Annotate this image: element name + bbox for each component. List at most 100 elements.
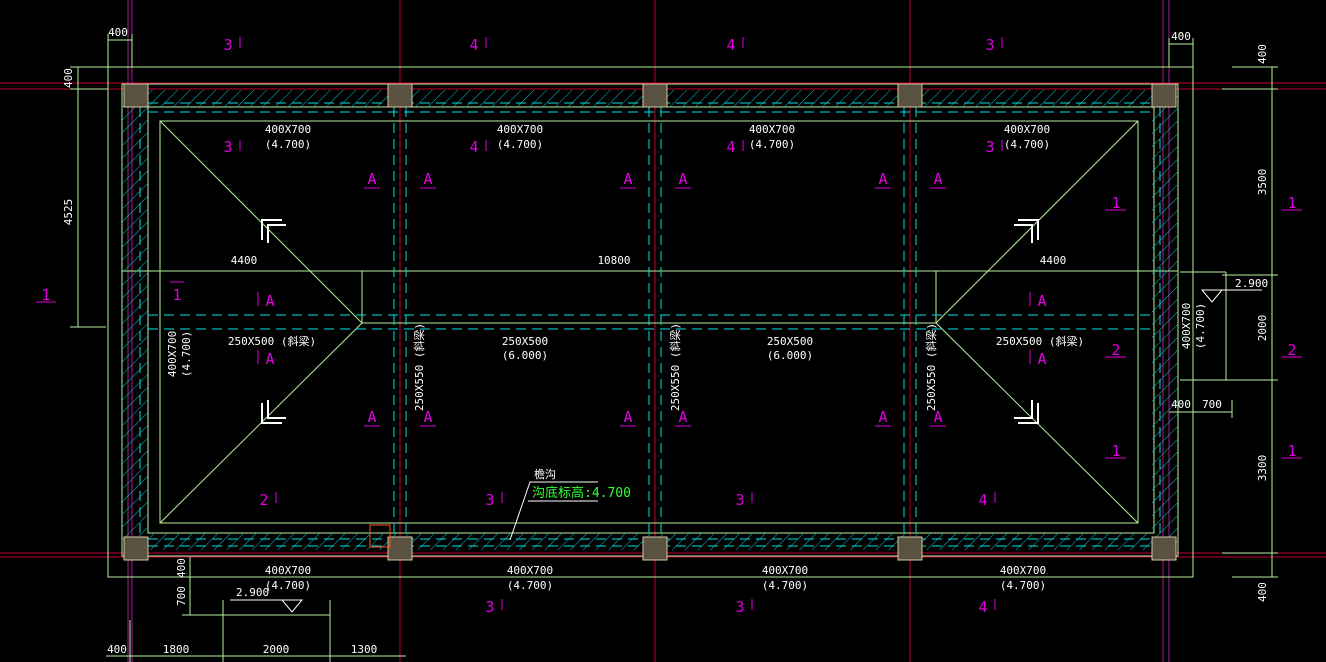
beam-labels-top: 400X700 (4.700) 400X700 (4.700) 400X700 … <box>265 123 1050 151</box>
dim-text: 2000 <box>1256 315 1269 342</box>
section-mark: 2 <box>259 491 268 509</box>
column <box>123 536 149 561</box>
section-marks-left: 1 1 <box>41 286 181 304</box>
section-mark: 3 <box>485 491 494 509</box>
beam-size-label: 400X700 <box>1000 564 1046 577</box>
section-a: A <box>1037 350 1046 368</box>
dim-text: 400 <box>175 558 188 578</box>
dim-text: 400 <box>1171 398 1191 411</box>
column <box>897 536 923 561</box>
section-a: A <box>678 408 687 426</box>
elevation-value: 2.900 <box>1235 277 1268 290</box>
section-mark: 2 <box>1111 341 1120 359</box>
dim-text: 1300 <box>351 643 378 656</box>
beam-size-label: 400X700 <box>1004 123 1050 136</box>
section-ticks-top <box>36 37 1302 610</box>
section-mark: 4 <box>978 491 987 509</box>
section-marks-inner-top: 3 4 4 3 <box>223 138 994 156</box>
section-a-marks: A A A A A A A A A A A A A A A A <box>265 170 1046 426</box>
beam-size-label: 250X500 (斜梁) <box>996 334 1084 348</box>
beam-labels-middle: 250X500 (斜梁) 250X500 (6.000) 250X500 (6.… <box>228 334 1084 362</box>
beam-elev-label: (4.700) <box>507 579 553 592</box>
beam-labels-side: 400X700 (4.700) 400X700 (4.700) <box>166 303 1207 377</box>
section-mark: 3 <box>485 598 494 616</box>
beam-size-label: 400X700 <box>1180 303 1193 349</box>
section-a: A <box>623 170 632 188</box>
section-a: A <box>423 170 432 188</box>
note-leader <box>509 481 598 541</box>
column <box>387 83 413 108</box>
section-mark: 3 <box>985 138 994 156</box>
column <box>897 83 923 108</box>
beam-elev-label: (4.700) <box>180 331 193 377</box>
beam-size-label: 250X500 (斜梁) <box>228 334 316 348</box>
hatched-walls <box>122 90 1178 550</box>
section-a: A <box>878 408 887 426</box>
note-title: 檐沟 <box>534 467 556 481</box>
section-mark: 3 <box>223 138 232 156</box>
corner-l-symbols <box>261 219 1039 424</box>
dimension-lines <box>70 34 1278 662</box>
section-a: A <box>878 170 887 188</box>
dim-text: 400 <box>1256 44 1269 64</box>
section-a: A <box>367 170 376 188</box>
dim-text: 10800 <box>597 254 630 267</box>
section-a: A <box>423 408 432 426</box>
section-mark: 3 <box>735 491 744 509</box>
beam-size-label: 250X550 (斜梁) <box>412 323 426 411</box>
beam-elev-label: (4.700) <box>265 138 311 151</box>
beam-elev-label: (4.700) <box>1000 579 1046 592</box>
section-mark: 3 <box>223 36 232 54</box>
beam-labels-bottom: 400X700 (4.700) 400X700 (4.700) 400X700 … <box>265 564 1046 592</box>
column <box>1151 83 1177 108</box>
dim-text: 3500 <box>1256 169 1269 196</box>
section-mark: 4 <box>978 598 987 616</box>
section-mark: 1 <box>1111 442 1120 460</box>
section-a: A <box>265 350 274 368</box>
beam-elev-label: (6.000) <box>502 349 548 362</box>
section-mark: 1 <box>1287 194 1296 212</box>
dashed-beams <box>139 102 1161 547</box>
section-mark: 1 <box>1287 442 1296 460</box>
section-a: A <box>678 170 687 188</box>
section-marks-right: 1 2 1 1 2 1 <box>1111 194 1296 460</box>
beam-elev-label: (6.000) <box>767 349 813 362</box>
section-marks-top: 3 4 4 3 <box>223 36 994 54</box>
dim-text: 3300 <box>1256 455 1269 482</box>
section-mark: 4 <box>726 138 735 156</box>
beam-elev-label: (4.700) <box>1194 303 1207 349</box>
dim-text: 4525 <box>62 199 75 226</box>
elevation-marks <box>230 289 1262 613</box>
column <box>642 83 668 108</box>
dimension-texts: 400 400 400 4525 4 400 10800 4 400 400 350… <box>62 26 1269 656</box>
elevation-texts: 2.900 2.900 <box>236 277 1268 599</box>
beam-size-label: 250X550 (斜梁) <box>924 323 938 411</box>
beam-size-label: 400X700 <box>749 123 795 136</box>
section-mark: 4 <box>469 36 478 54</box>
beam-size-label: 250X500 <box>502 335 548 348</box>
column <box>642 536 668 561</box>
beam-elev-label: (4.700) <box>1004 138 1050 151</box>
section-mark: 1 <box>41 286 50 304</box>
elevation-value: 2.900 <box>236 586 269 599</box>
dim-text: 400 <box>1256 582 1269 602</box>
section-mark: 3 <box>735 598 744 616</box>
column <box>1151 536 1177 561</box>
section-mark: 4 <box>726 36 735 54</box>
section-mark: 1 <box>1111 194 1120 212</box>
beam-size-label: 400X700 <box>762 564 808 577</box>
section-a: A <box>265 292 274 310</box>
beam-size-label: 400X700 <box>265 123 311 136</box>
drain-outlet-marker <box>369 524 391 548</box>
section-marks-bottom: 3 3 4 <box>485 598 987 616</box>
beam-size-label: 400X700 <box>497 123 543 136</box>
section-mark: 2 <box>1287 341 1296 359</box>
dim-text: 700 <box>175 586 188 606</box>
beam-size-label: 400X700 <box>265 564 311 577</box>
dim-text: 400 <box>107 643 127 656</box>
dim-text: 400 <box>108 26 128 39</box>
section-mark: 4 <box>469 138 478 156</box>
beam-size-label: 250X500 <box>767 335 813 348</box>
section-mark: 3 <box>985 36 994 54</box>
dim-text: 1800 <box>163 643 190 656</box>
